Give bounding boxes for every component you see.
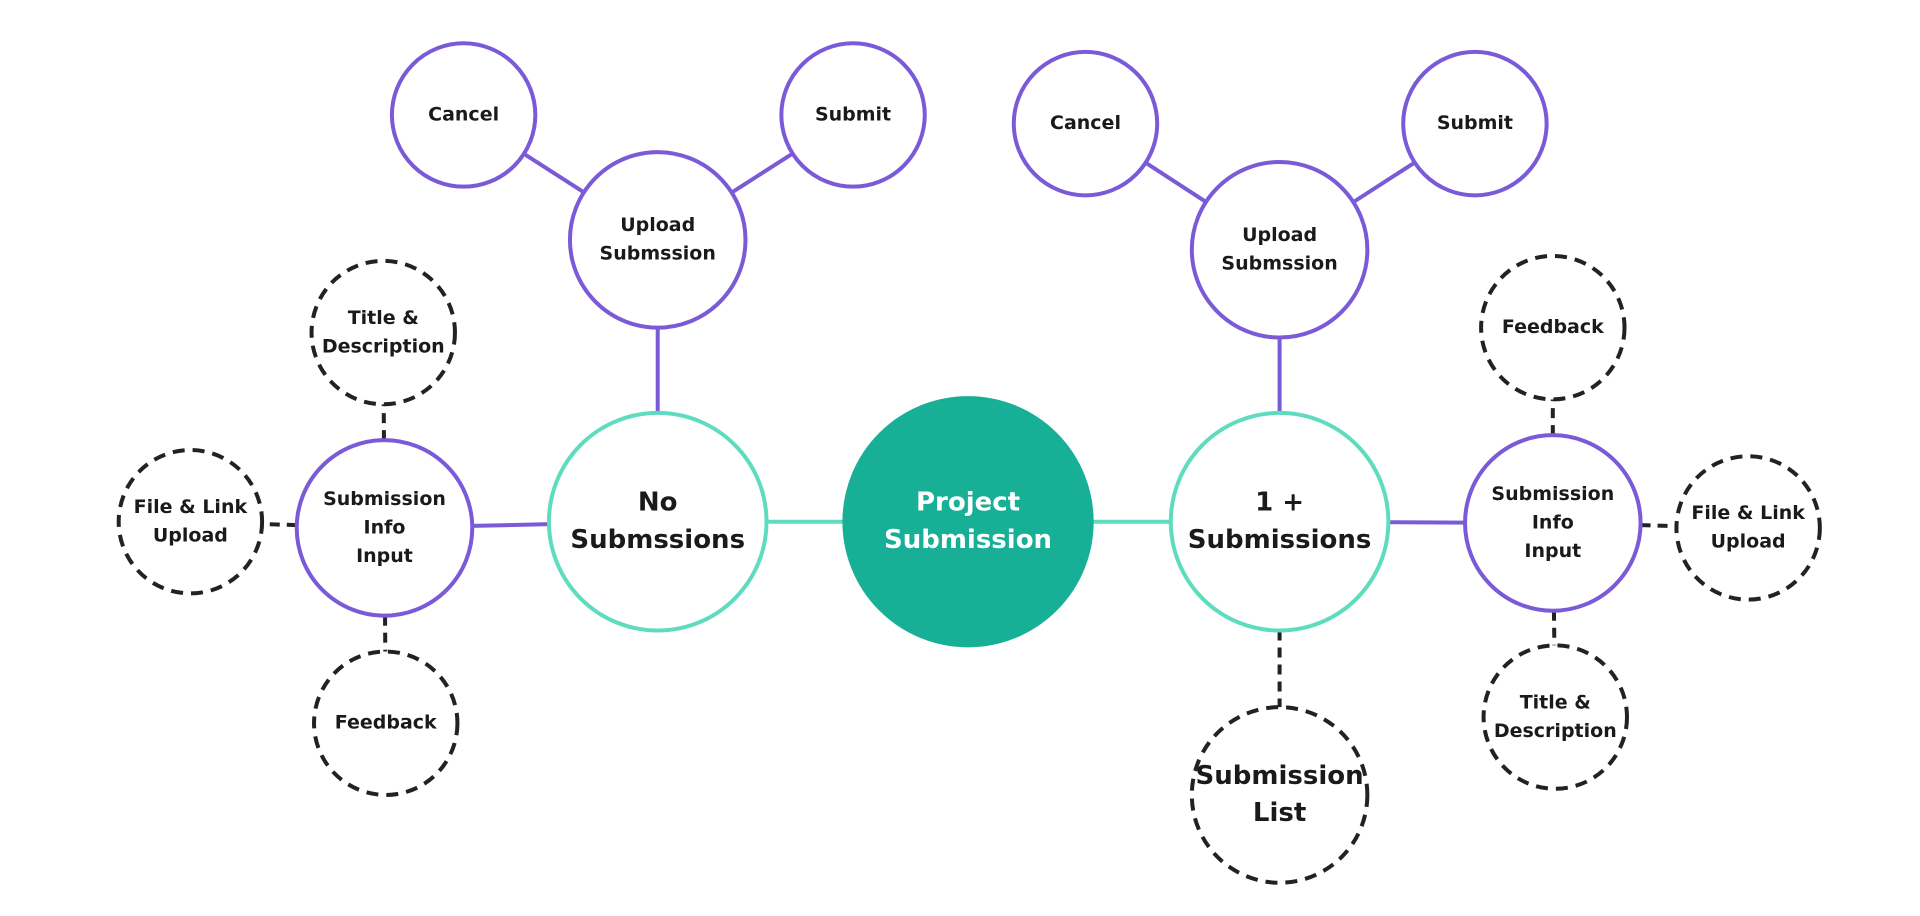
left-file-link-upload-label-line-1: File & Link: [134, 496, 248, 518]
right-submission-info-input-label-line-3: Input: [1524, 540, 1581, 562]
left-submission-info-input-circle: [294, 438, 475, 618]
left-upload-submission-circle: [567, 150, 748, 330]
connector-no-submissions-to-left-submission-info-input: [472, 522, 549, 528]
left-upload-submission-label-line-1: Upload: [620, 214, 695, 236]
right-submit-node: Submit: [1401, 49, 1549, 198]
left-feedback-label-line-1: Feedback: [335, 712, 437, 734]
right-submission-info-input-circle: [1463, 433, 1643, 613]
left-file-link-upload-circle: [116, 448, 265, 596]
left-feedback-node: Feedback: [312, 649, 460, 797]
left-cancel-node: Cancel: [389, 41, 538, 189]
one-plus-submissions-label-line-1: 1 +: [1255, 488, 1304, 518]
left-title-description-label-line-2: Description: [322, 335, 445, 357]
submission-list-label-line-1: Submission: [1196, 761, 1364, 791]
right-title-description-label-line-2: Description: [1494, 720, 1617, 742]
left-cancel-circle: [389, 41, 538, 189]
one-plus-submissions-circle: [1168, 410, 1391, 633]
right-upload-submission-label-line-2: Submssion: [1221, 252, 1337, 274]
submission-list-label-line-2: List: [1253, 798, 1306, 828]
right-feedback-circle: [1479, 253, 1627, 402]
left-submission-info-input-label-line-2: Info: [364, 516, 406, 538]
left-submit-circle: [779, 41, 927, 189]
right-file-link-upload-circle: [1674, 454, 1822, 602]
connector-left-upload-submission-to-left-cancel: [522, 152, 585, 195]
no-submissions-label-line-1: No: [638, 488, 678, 518]
right-title-description-circle: [1481, 643, 1629, 791]
connector-left-submission-info-input-to-left-file-link-upload: [261, 522, 297, 528]
left-feedback-circle: [312, 649, 460, 797]
connector-right-upload-submission-to-right-submit: [1352, 160, 1416, 204]
submission-list-circle: [1189, 705, 1370, 885]
right-title-description-node: Title & Description: [1481, 643, 1629, 791]
left-upload-submission-label-line-2: Submssion: [600, 243, 716, 265]
right-cancel-node: Cancel: [1011, 49, 1160, 198]
left-cancel-label-line-1: Cancel: [428, 103, 499, 125]
no-submissions-circle: [546, 410, 769, 633]
left-title-description-node: Title & Description: [309, 258, 457, 407]
left-file-link-upload-label-line-2: Upload: [153, 524, 228, 546]
right-file-link-upload-label-line-2: Upload: [1711, 531, 1786, 553]
right-feedback-label-line-1: Feedback: [1502, 316, 1604, 338]
right-upload-submission-circle: [1189, 159, 1370, 340]
diagram-nodes: ProjectSubmissionNoSubmssionsUploadSubms…: [116, 41, 1822, 885]
right-cancel-circle: [1011, 49, 1160, 198]
right-file-link-upload-label-line-1: File & Link: [1691, 502, 1805, 524]
right-submission-info-input-label-line-1: Submission: [1491, 483, 1614, 505]
left-submit-node: Submit: [779, 41, 927, 189]
right-submit-label-line-1: Submit: [1437, 112, 1513, 134]
left-submit-label-line-1: Submit: [815, 103, 891, 125]
one-plus-submissions-node: 1 + Submissions: [1168, 410, 1391, 633]
connector-right-upload-submission-to-right-cancel: [1144, 161, 1208, 204]
right-title-description-label-line-1: Title &: [1520, 691, 1591, 713]
left-title-description-label-line-1: Title &: [348, 307, 419, 329]
right-submit-circle: [1401, 49, 1549, 198]
right-upload-submission-label-line-1: Upload: [1242, 224, 1317, 246]
one-plus-submissions-label-line-2: Submissions: [1188, 525, 1372, 555]
project-submission-circle: [842, 396, 1094, 648]
left-submission-info-input-label-line-3: Input: [356, 545, 413, 567]
project-submission-label-line-2: Submission: [884, 525, 1052, 555]
right-feedback-node: Feedback: [1479, 253, 1627, 402]
project-submission-label-line-1: Project: [916, 488, 1020, 518]
right-cancel-label-line-1: Cancel: [1050, 112, 1121, 134]
left-title-description-circle: [309, 258, 457, 407]
connector-lines: [261, 151, 1677, 708]
right-submission-info-input-label-line-2: Info: [1532, 511, 1574, 533]
connector-left-upload-submission-to-left-submit: [730, 151, 794, 195]
connector-right-submission-info-input-to-right-file-link-upload: [1640, 523, 1677, 529]
no-submissions-label-line-2: Submssions: [570, 525, 745, 555]
left-submission-info-input-label-line-1: Submission: [323, 488, 446, 510]
